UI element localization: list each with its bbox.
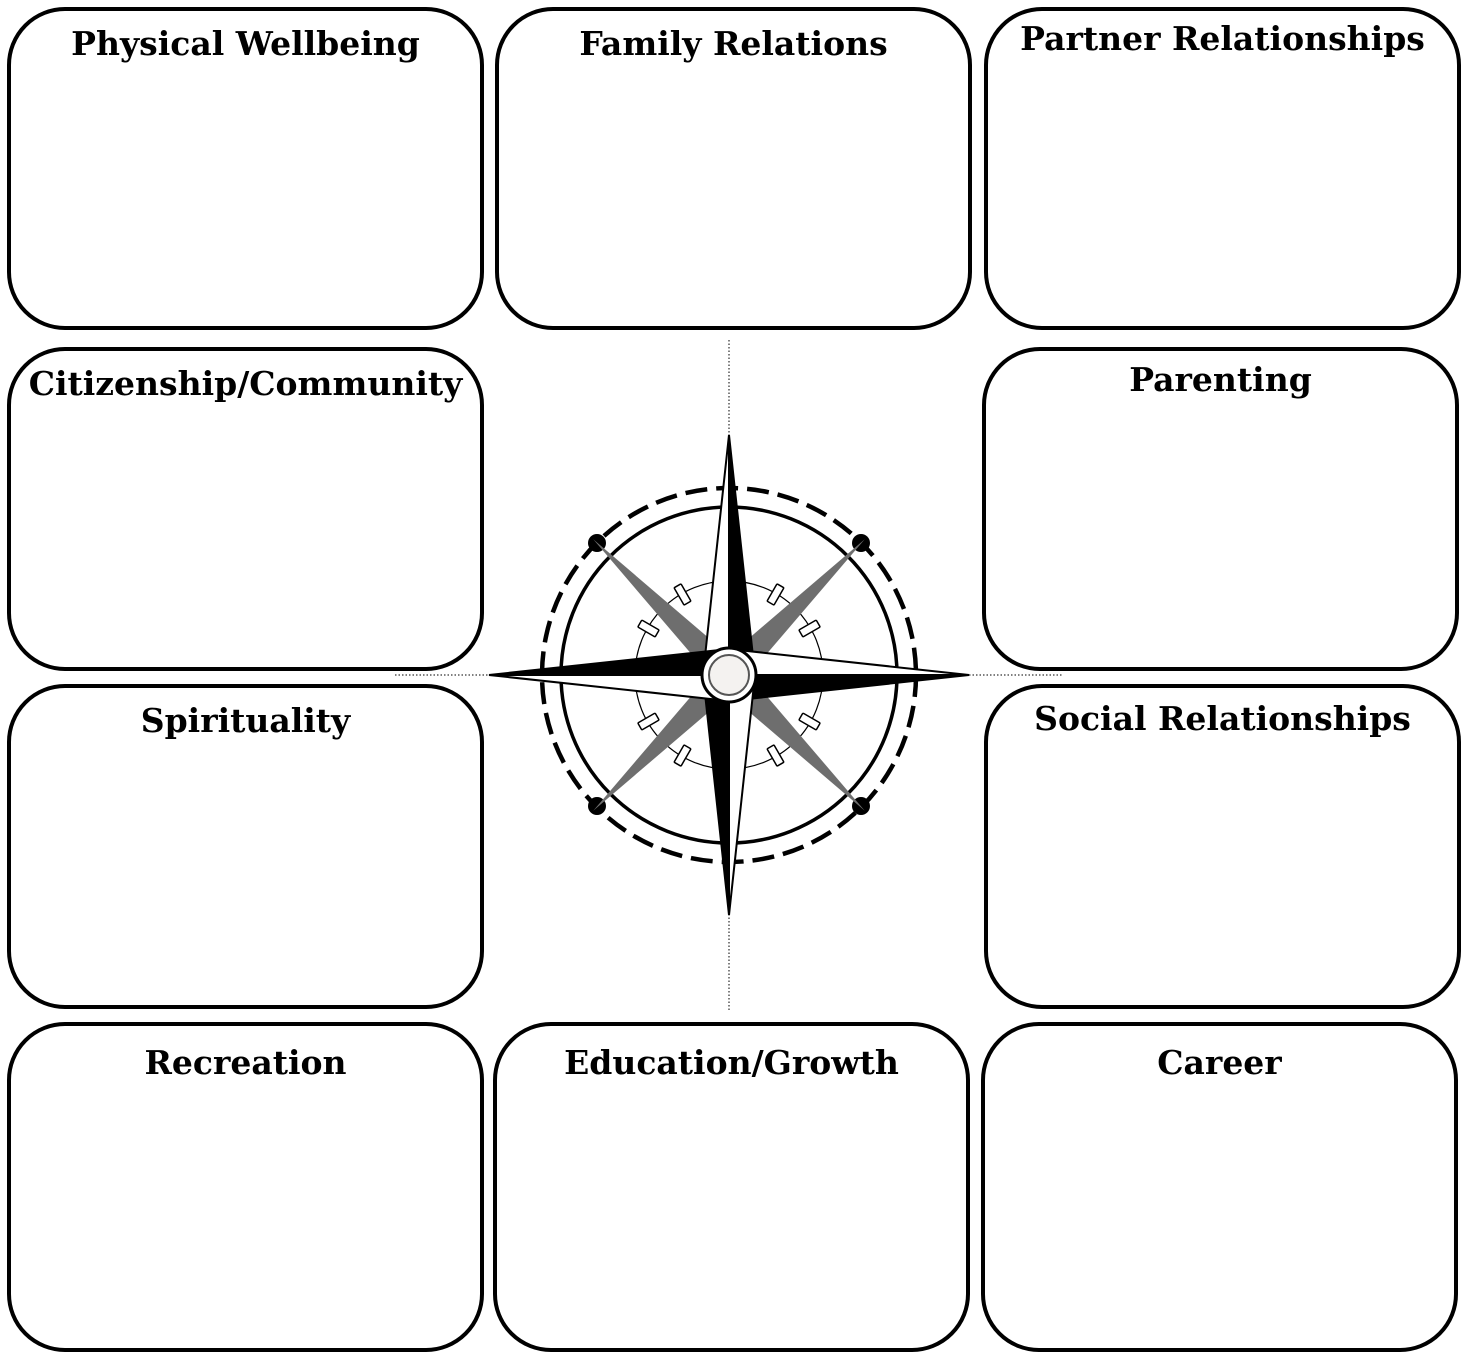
area-box-partner-relationships: Partner Relationships <box>984 7 1461 330</box>
area-title-recreation: Recreation <box>144 1043 347 1082</box>
area-title-career: Career <box>1157 1043 1282 1082</box>
area-box-family-relations: Family Relations <box>495 7 972 330</box>
ring-dots <box>588 534 870 815</box>
area-title-citizenship-community: Citizenship/Community <box>28 364 463 403</box>
cardinal-points <box>488 434 970 916</box>
guide-lines <box>395 340 1062 1010</box>
outer-dashed-ring <box>539 485 919 865</box>
area-box-parenting: Parenting <box>982 347 1459 671</box>
intercardinal-points <box>593 539 865 811</box>
compass-hub-inner <box>708 654 750 696</box>
area-title-education-growth: Education/Growth <box>564 1043 899 1082</box>
area-box-recreation: Recreation <box>7 1022 484 1352</box>
inner-ring <box>634 580 824 770</box>
area-title-social-relationships: Social Relationships <box>1034 699 1411 738</box>
ring-ticks <box>637 583 821 767</box>
area-title-spirituality: Spirituality <box>140 701 351 740</box>
area-box-education-growth: Education/Growth <box>493 1022 970 1352</box>
area-box-physical-wellbeing: Physical Wellbeing <box>7 7 484 330</box>
area-title-parenting: Parenting <box>1129 360 1312 399</box>
area-box-spirituality: Spirituality <box>7 684 484 1009</box>
compass-hub-outer <box>700 646 758 704</box>
area-box-career: Career <box>981 1022 1458 1352</box>
middle-ring <box>559 505 899 845</box>
area-title-physical-wellbeing: Physical Wellbeing <box>71 24 420 63</box>
area-title-family-relations: Family Relations <box>579 24 888 63</box>
area-title-partner-relationships: Partner Relationships <box>1020 19 1425 58</box>
area-box-social-relationships: Social Relationships <box>984 684 1461 1009</box>
area-box-citizenship-community: Citizenship/Community <box>7 347 484 671</box>
